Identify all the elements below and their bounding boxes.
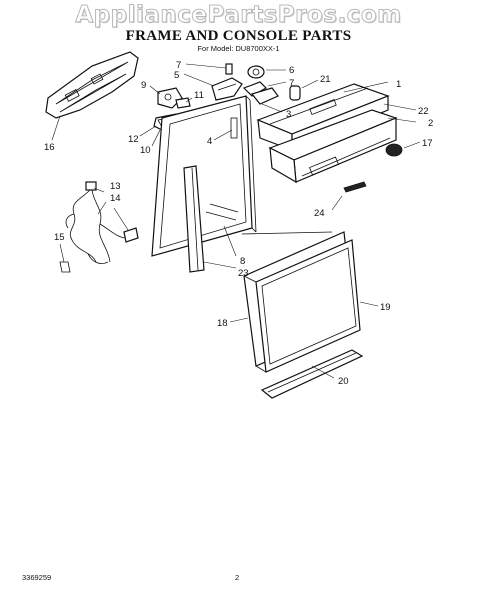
callout-19: 19 bbox=[380, 302, 391, 313]
parts-9-12-latch bbox=[139, 85, 193, 147]
callout-15: 15 bbox=[54, 232, 65, 243]
callout-labels: 1 2 3 4 5 6 7 7 8 9 10 11 12 13 14 15 16… bbox=[44, 60, 433, 387]
callout-11: 11 bbox=[194, 90, 204, 101]
callout-12: 12 bbox=[128, 134, 139, 145]
callout-13: 13 bbox=[110, 181, 121, 192]
callout-23: 23 bbox=[238, 268, 249, 279]
callout-10: 10 bbox=[140, 145, 151, 156]
callout-7a: 7 bbox=[176, 60, 181, 71]
callout-8: 8 bbox=[240, 256, 245, 267]
part-20-bottom-trim bbox=[260, 349, 364, 399]
parts-18-19-door-panel bbox=[229, 231, 379, 373]
parts-console-assembly bbox=[250, 79, 421, 211]
callout-17: 17 bbox=[422, 138, 433, 149]
page-number: 2 bbox=[235, 573, 240, 582]
callout-16: 16 bbox=[44, 142, 55, 153]
diagram-title: FRAME AND CONSOLE PARTS bbox=[125, 28, 352, 44]
part-23-trim-strip bbox=[183, 165, 237, 273]
callout-22: 22 bbox=[418, 106, 429, 117]
callout-9: 9 bbox=[141, 80, 146, 91]
callout-1: 1 bbox=[396, 79, 401, 90]
callout-3: 3 bbox=[286, 109, 291, 120]
callout-21: 21 bbox=[320, 74, 331, 85]
part-4-door-frame bbox=[151, 95, 257, 257]
callout-18: 18 bbox=[217, 318, 228, 329]
callout-5: 5 bbox=[174, 70, 179, 81]
callout-2: 2 bbox=[428, 118, 433, 129]
part-16-bracket bbox=[45, 51, 139, 141]
callout-6: 6 bbox=[289, 65, 294, 76]
diagram-subtitle: For Model: DU8700XX-1 bbox=[197, 44, 280, 53]
callout-14: 14 bbox=[110, 193, 121, 204]
callout-7b: 7 bbox=[289, 78, 294, 89]
watermark-logo: AppliancePartsPros.com bbox=[75, 2, 402, 29]
callout-4: 4 bbox=[207, 136, 212, 147]
document-number: 3369259 bbox=[22, 573, 52, 582]
callout-24: 24 bbox=[314, 208, 325, 219]
part-8-leader bbox=[223, 225, 237, 257]
callout-20: 20 bbox=[338, 376, 349, 387]
parts-13-15-wiring bbox=[59, 181, 139, 273]
parts-5-7-hinge bbox=[183, 63, 287, 101]
